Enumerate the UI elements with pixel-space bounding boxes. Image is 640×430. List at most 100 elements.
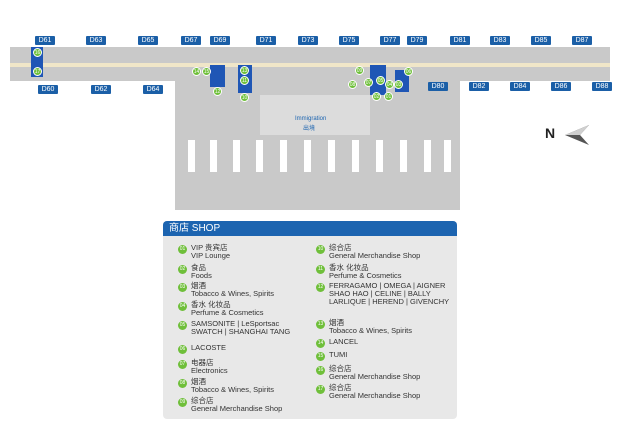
terminal-stand <box>256 140 263 172</box>
legend-en2: LARLIQUE | HEREND | GIVENCHY <box>329 297 450 306</box>
shop-marker-08[interactable]: 08 <box>348 80 357 89</box>
legend-cn: 电器店 <box>191 358 214 367</box>
immigration-cn-label: 出境 <box>303 126 316 132</box>
legend-number: 14 <box>316 339 325 348</box>
gate-d82: D82 <box>469 82 489 91</box>
shop-marker-07[interactable]: 07 <box>364 78 373 87</box>
legend-number: 03 <box>178 283 187 292</box>
legend-cn: VIP 贵宾店 <box>191 243 228 252</box>
legend-number: 01 <box>178 245 187 254</box>
north-arrow-icon <box>565 125 589 145</box>
gate-d63: D63 <box>86 36 106 45</box>
legend-cn: 烟酒 <box>191 377 206 386</box>
shop-marker-02[interactable]: 02 <box>372 92 381 101</box>
legend-en: General Merchandise Shop <box>329 372 421 381</box>
gate-d71: D71 <box>256 36 276 45</box>
gate-d83: D83 <box>490 36 510 45</box>
legend-en: SWATCH | SHANGHAI TANG <box>191 327 291 336</box>
shop-marker-10[interactable]: 10 <box>240 93 249 102</box>
terminal-stand <box>328 140 335 172</box>
gate-d61: D61 <box>35 36 55 45</box>
gate-d65: D65 <box>138 36 158 45</box>
shop-marker-17[interactable]: 17 <box>33 67 42 76</box>
gate-d80: D80 <box>428 82 448 91</box>
legend-cn: 食品 <box>191 263 206 272</box>
terminal-stand <box>400 140 407 172</box>
legend-cn: 综合店 <box>191 396 214 405</box>
legend-cn: 烟酒 <box>191 281 206 290</box>
legend-en: SHAO HAO | CELINE | BALLY <box>329 289 431 298</box>
shop-marker-06[interactable]: 06 <box>404 67 413 76</box>
legend-cn: FERRAGAMO | OMEGA | AIGNER <box>329 281 446 290</box>
gate-d88: D88 <box>592 82 612 91</box>
terminal-stand <box>210 140 217 172</box>
legend-number: 04 <box>178 302 187 311</box>
shop-marker-13[interactable]: 13 <box>240 66 249 75</box>
legend-cn: TUMI <box>329 350 348 359</box>
legend-number: 12 <box>316 283 325 292</box>
terminal-map: Immigration 出境 D61 D63 D65 D67 D69 D71 D… <box>10 36 612 210</box>
legend-cn: 综合店 <box>329 383 352 392</box>
legend-cn: 综合店 <box>329 243 352 252</box>
legend-number: 06 <box>178 345 187 354</box>
legend-number: 09 <box>178 398 187 407</box>
gate-d69: D69 <box>210 36 230 45</box>
shop-marker-01[interactable]: 01 <box>384 92 393 101</box>
legend-cn: 香水 化妆品 <box>329 263 369 272</box>
terminal-stand <box>444 140 451 172</box>
immigration-label: Immigration <box>295 116 327 122</box>
legend-en: Perfume & Cosmetics <box>329 271 402 280</box>
shop-marker-11[interactable]: 11 <box>240 76 249 85</box>
legend-number: 02 <box>178 265 187 274</box>
shop-marker-03[interactable]: 03 <box>394 80 403 89</box>
legend-cn: LANCEL <box>329 337 359 346</box>
gate-d81: D81 <box>450 36 470 45</box>
gate-d67: D67 <box>181 36 201 45</box>
shop-marker-14[interactable]: 14 <box>192 67 201 76</box>
gate-d75: D75 <box>339 36 359 45</box>
shop-marker-12[interactable]: 12 <box>213 87 222 96</box>
terminal-stand <box>424 140 431 172</box>
legend-en: Tobacco & Wines, Spirits <box>191 289 274 298</box>
legend-cn: 综合店 <box>329 364 352 373</box>
gate-d60: D60 <box>38 85 58 94</box>
shop-marker-16[interactable]: 16 <box>33 48 42 57</box>
gate-d85: D85 <box>531 36 551 45</box>
legend-number: 17 <box>316 385 325 394</box>
legend-number: 10 <box>316 245 325 254</box>
gate-d73: D73 <box>298 36 318 45</box>
legend-number: 13 <box>316 320 325 329</box>
legend-cn: 香水 化妆品 <box>191 300 231 309</box>
legend-en: General Merchandise Shop <box>329 251 421 260</box>
legend-en: Tobacco & Wines, Spirits <box>329 326 412 335</box>
gate-d79: D79 <box>407 36 427 45</box>
legend-cn: LACOSTE <box>191 343 227 352</box>
shop-marker-09[interactable]: 09 <box>355 66 364 75</box>
legend-number: 08 <box>178 379 187 388</box>
gate-d77: D77 <box>380 36 400 45</box>
terminal-stand <box>188 140 195 172</box>
legend-en: Tobacco & Wines, Spirits <box>191 385 274 394</box>
legend-cn: SAMSONITE | LeSportsac <box>191 319 280 328</box>
terminal-stand <box>233 140 240 172</box>
legend-en: Perfume & Cosmetics <box>191 308 264 317</box>
gate-d87: D87 <box>572 36 592 45</box>
legend-cn: 烟酒 <box>329 318 344 327</box>
terminal-stand <box>376 140 383 172</box>
legend-number: 11 <box>316 265 325 274</box>
legend-en: General Merchandise Shop <box>191 404 283 413</box>
gate-d84: D84 <box>510 82 530 91</box>
legend-en: VIP Lounge <box>191 251 231 260</box>
pier-walkway <box>10 63 610 67</box>
shop-marker-04[interactable]: 04 <box>385 80 394 89</box>
legend-title: 商店 SHOP <box>163 221 457 236</box>
terminal-stand <box>304 140 311 172</box>
legend-en: General Merchandise Shop <box>329 391 421 400</box>
north-label: N <box>545 125 556 141</box>
immigration-area <box>260 95 370 135</box>
legend-number: 16 <box>316 366 325 375</box>
shop-marker-05[interactable]: 05 <box>376 76 385 85</box>
shop-marker-15[interactable]: 15 <box>202 67 211 76</box>
gate-d86: D86 <box>551 82 571 91</box>
